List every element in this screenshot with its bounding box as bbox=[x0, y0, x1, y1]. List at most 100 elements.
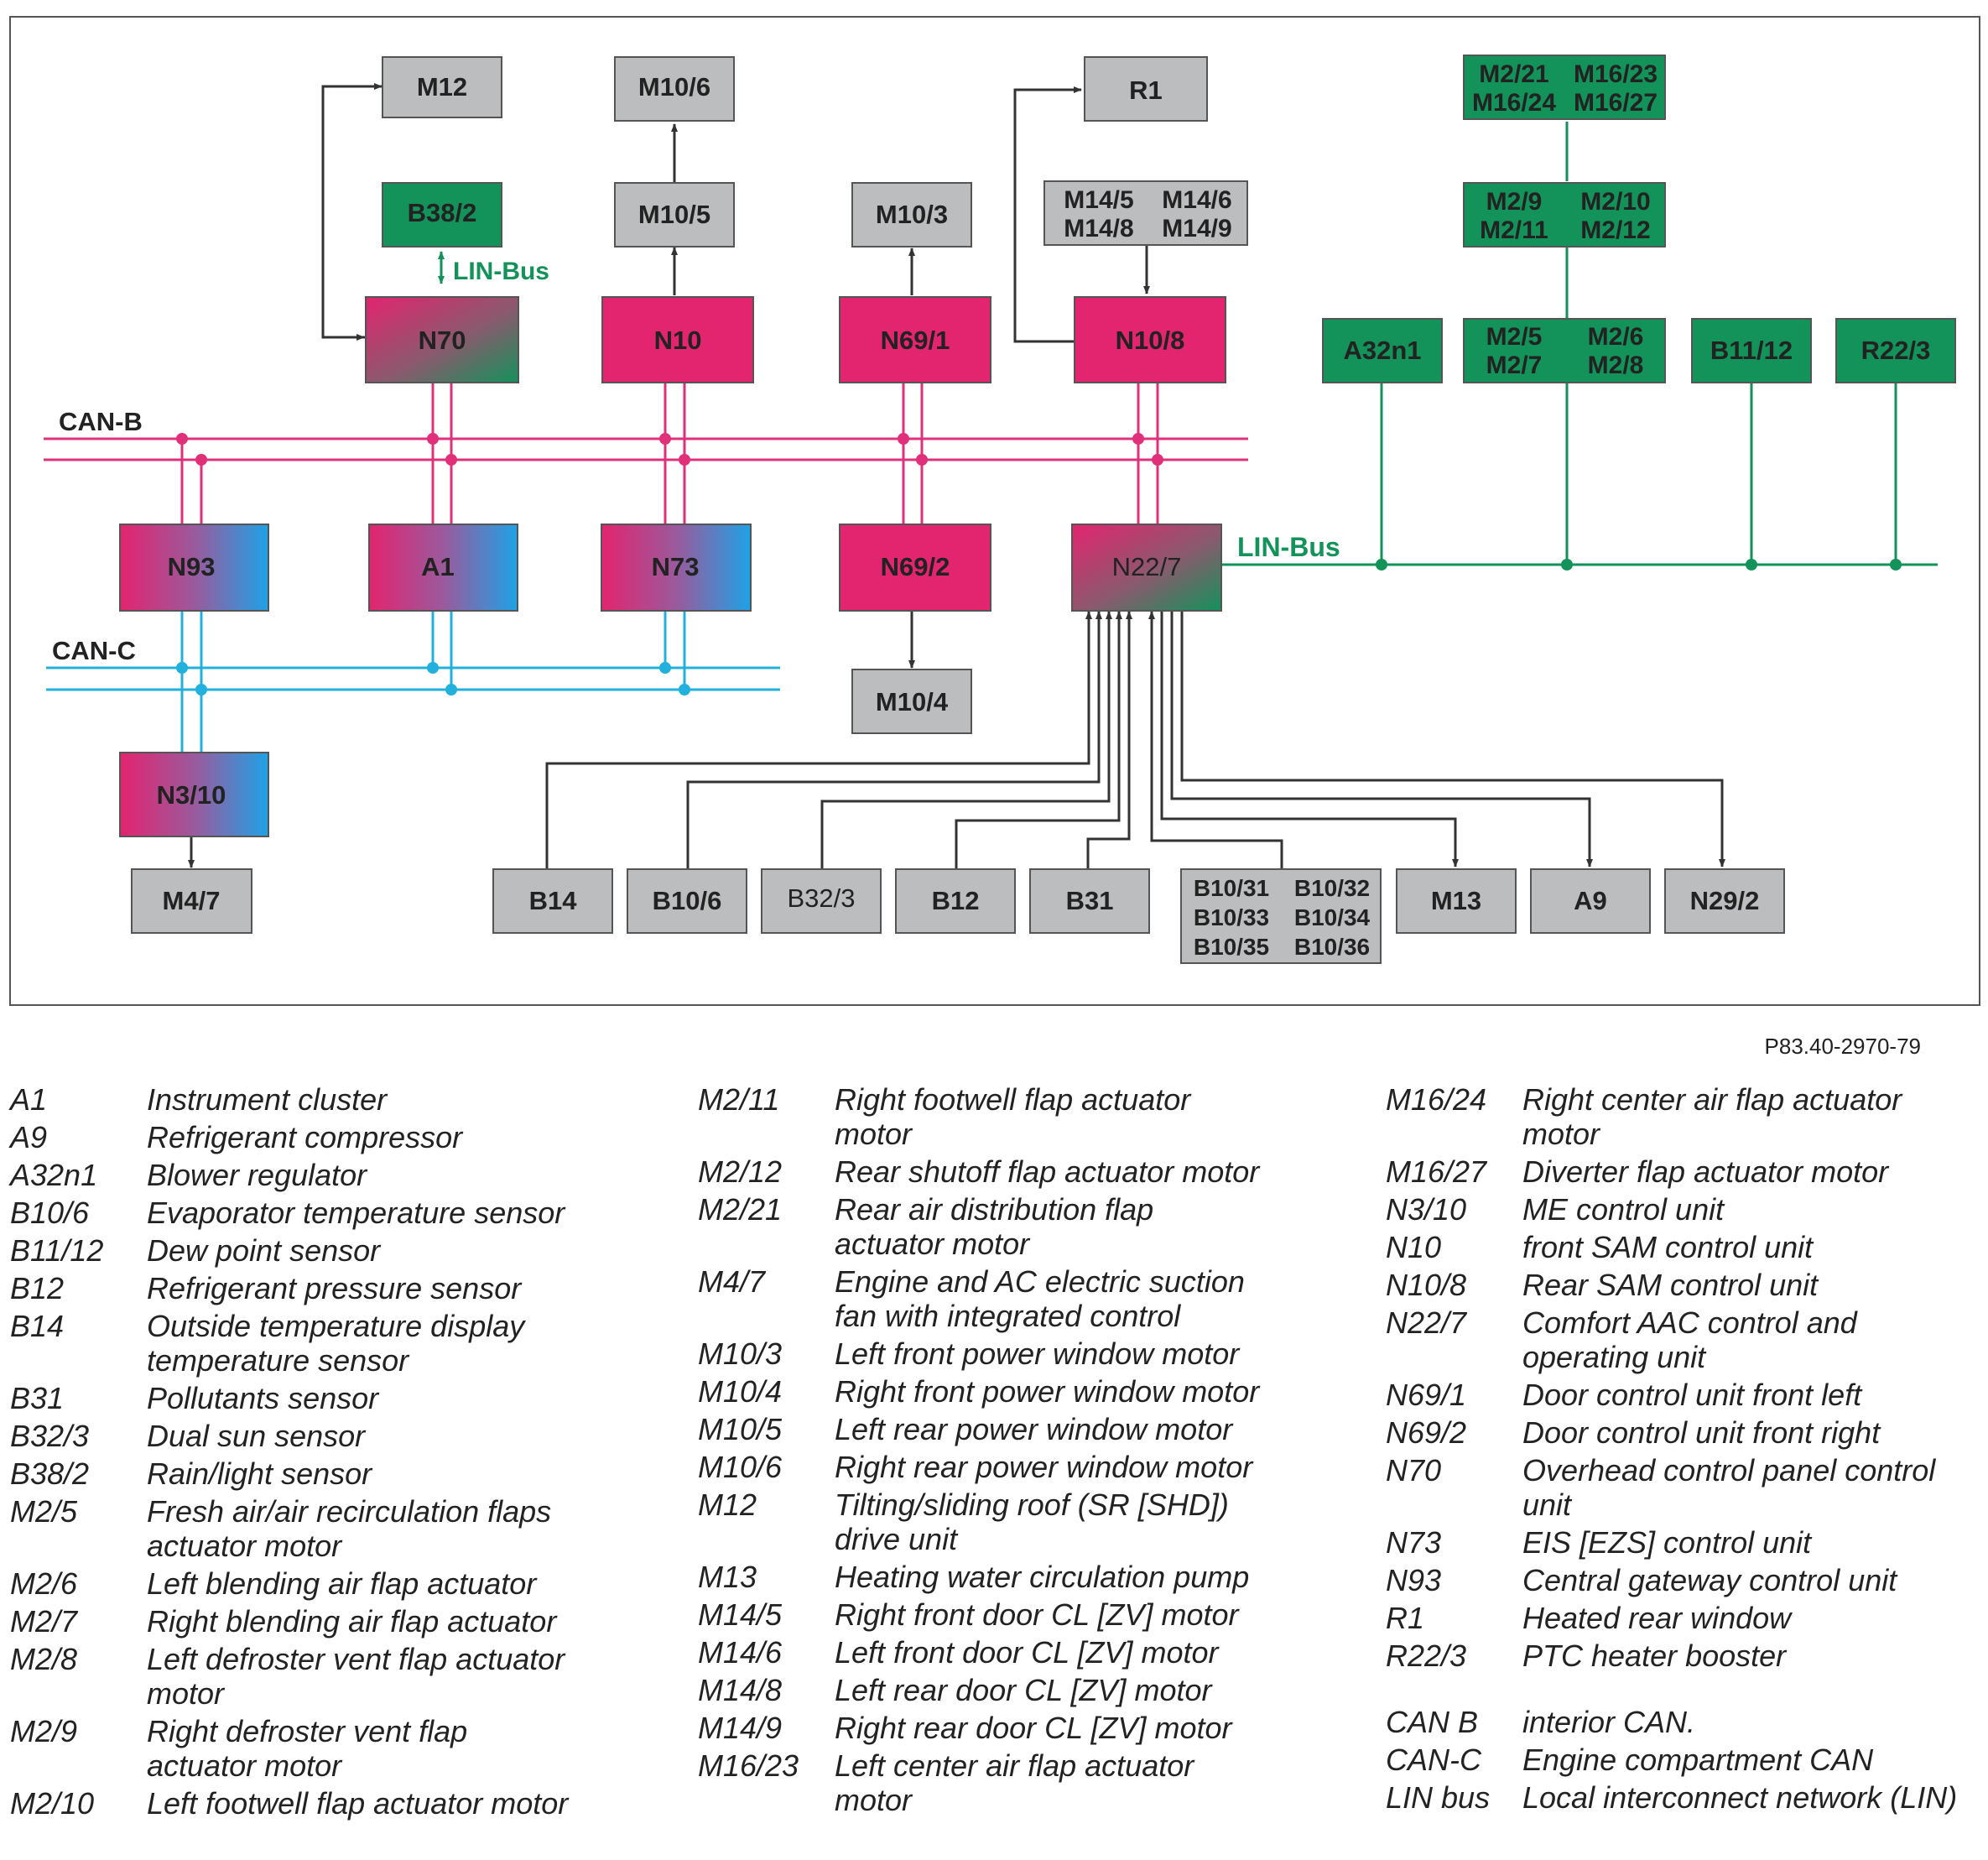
box-m10-6: M10/6 bbox=[614, 56, 735, 122]
box-b11-12-label: B11/12 bbox=[1710, 336, 1793, 365]
box-a1: A1 bbox=[368, 524, 518, 612]
box-n93: N93 bbox=[119, 524, 269, 612]
legend-description: Left front power window motor bbox=[835, 1336, 1240, 1371]
legend-code: N10 bbox=[1386, 1230, 1442, 1264]
legend-description: interior CAN. bbox=[1522, 1705, 1696, 1739]
legend-code: N70 bbox=[1386, 1453, 1442, 1487]
legend-description: Right defroster vent flap actuator motor bbox=[147, 1714, 468, 1783]
legend-description: Refrigerant compressor bbox=[147, 1120, 463, 1154]
legend-description: Left rear power window motor bbox=[835, 1412, 1233, 1446]
box-b38-2: B38/2 bbox=[382, 182, 502, 247]
box-m16-23-label: M16/23 bbox=[1574, 60, 1658, 88]
box-m10-4-label: M10/4 bbox=[876, 687, 949, 716]
legend-description: Left blending air flap actuator bbox=[147, 1566, 537, 1601]
signal-lines bbox=[188, 83, 1725, 868]
can-c-label: CAN-C bbox=[52, 636, 136, 665]
legend-description: Rear shutoff flap actuator motor bbox=[835, 1154, 1260, 1189]
legend-code: M2/21 bbox=[698, 1192, 783, 1227]
legend-code: M2/5 bbox=[10, 1494, 78, 1529]
legend-code: M12 bbox=[698, 1487, 757, 1522]
legend-description: Blower regulator bbox=[147, 1158, 367, 1192]
legend-description: Engine and AC electric suction fan with … bbox=[835, 1264, 1245, 1333]
legend-code: M10/5 bbox=[698, 1412, 783, 1446]
legend-description: Left footwell flap actuator motor bbox=[147, 1786, 569, 1821]
box-m14-8-label: M14/8 bbox=[1064, 215, 1133, 242]
legend-description: Tilting/sliding roof (SR [SHD]) drive un… bbox=[835, 1487, 1229, 1556]
box-m10-3-label: M10/3 bbox=[876, 200, 948, 229]
legend-row: M12 Tilting/sliding roof (SR [SHD]) drive… bbox=[698, 1487, 1271, 1556]
lin-bus-label-right: LIN-Bus bbox=[1237, 532, 1340, 562]
diagram-frame bbox=[9, 16, 1980, 1006]
box-m10-5-label: M10/5 bbox=[638, 200, 710, 229]
legend-description: front SAM control unit bbox=[1522, 1230, 1814, 1264]
legend-code: B38/2 bbox=[10, 1456, 90, 1491]
legend-code: M2/9 bbox=[10, 1714, 78, 1748]
legend-row: M2/10 Left footwell flap actuator motor bbox=[10, 1786, 583, 1821]
box-n29-2: N29/2 bbox=[1664, 868, 1785, 934]
legend-description: Right footwell flap actuator motor bbox=[835, 1082, 1191, 1151]
box-m2-12-label: M2/12 bbox=[1580, 216, 1650, 244]
box-n3-10-label: N3/10 bbox=[157, 780, 226, 810]
box-m13: M13 bbox=[1396, 868, 1517, 934]
box-b11-12: B11/12 bbox=[1691, 318, 1812, 383]
box-m16-27-label: M16/27 bbox=[1574, 89, 1658, 117]
box-m4-7: M4/7 bbox=[131, 868, 252, 934]
legend-code: A32n1 bbox=[10, 1158, 98, 1192]
box-a9: A9 bbox=[1530, 868, 1651, 934]
legend-code: A9 bbox=[10, 1120, 48, 1154]
legend-code: B14 bbox=[10, 1309, 65, 1343]
legend-code: M10/3 bbox=[698, 1336, 783, 1371]
box-a32n1-label: A32n1 bbox=[1343, 336, 1421, 365]
legend-code: CAN-C bbox=[1386, 1743, 1481, 1777]
legend-code: CAN B bbox=[1386, 1705, 1479, 1739]
box-m14-9-label: M14/9 bbox=[1162, 215, 1231, 242]
box-b10-32-label: B10/32 bbox=[1294, 875, 1370, 901]
box-m2-7-label: M2/7 bbox=[1486, 352, 1543, 379]
legend-code: M10/4 bbox=[698, 1374, 783, 1409]
box-n73-label: N73 bbox=[652, 552, 700, 581]
lin-bus-lines bbox=[438, 122, 1938, 571]
legend-description: Right front door CL [ZV] motor bbox=[835, 1597, 1239, 1632]
legend-code: M2/10 bbox=[10, 1786, 95, 1821]
can-b-bus bbox=[44, 383, 1248, 524]
box-b14: B14 bbox=[492, 868, 613, 934]
legend-description: Left defroster vent flap actuator motor bbox=[147, 1642, 565, 1711]
box-m2-5-label: M2/5 bbox=[1486, 323, 1543, 351]
legend-description: Diverter flap actuator motor bbox=[1522, 1154, 1889, 1189]
box-m2-8-label: M2/8 bbox=[1588, 352, 1644, 379]
legend-code: M2/7 bbox=[10, 1604, 78, 1639]
box-m10-3: M10/3 bbox=[851, 182, 972, 247]
box-m12-label: M12 bbox=[417, 72, 467, 102]
box-b10-6-label: B10/6 bbox=[653, 886, 722, 915]
box-r1-label: R1 bbox=[1129, 76, 1163, 105]
legend-description: Dual sun sensor bbox=[147, 1419, 366, 1453]
can-c-bus bbox=[46, 612, 780, 753]
box-r22-3-label: R22/3 bbox=[1861, 336, 1931, 365]
box-n69-2-label: N69/2 bbox=[881, 552, 950, 581]
legend-description: ME control unit bbox=[1522, 1192, 1725, 1227]
box-n3-10: N3/10 bbox=[119, 752, 269, 837]
box-n69-1-label: N69/1 bbox=[881, 326, 950, 355]
legend-description: Dew point sensor bbox=[147, 1233, 381, 1268]
legend-code: N93 bbox=[1386, 1563, 1442, 1597]
box-b10-sensor-group: B10/31 B10/32 B10/33 B10/34 B10/35 B10/3… bbox=[1180, 868, 1382, 964]
figure-reference: P83.40-2970-79 bbox=[1764, 1034, 1921, 1059]
